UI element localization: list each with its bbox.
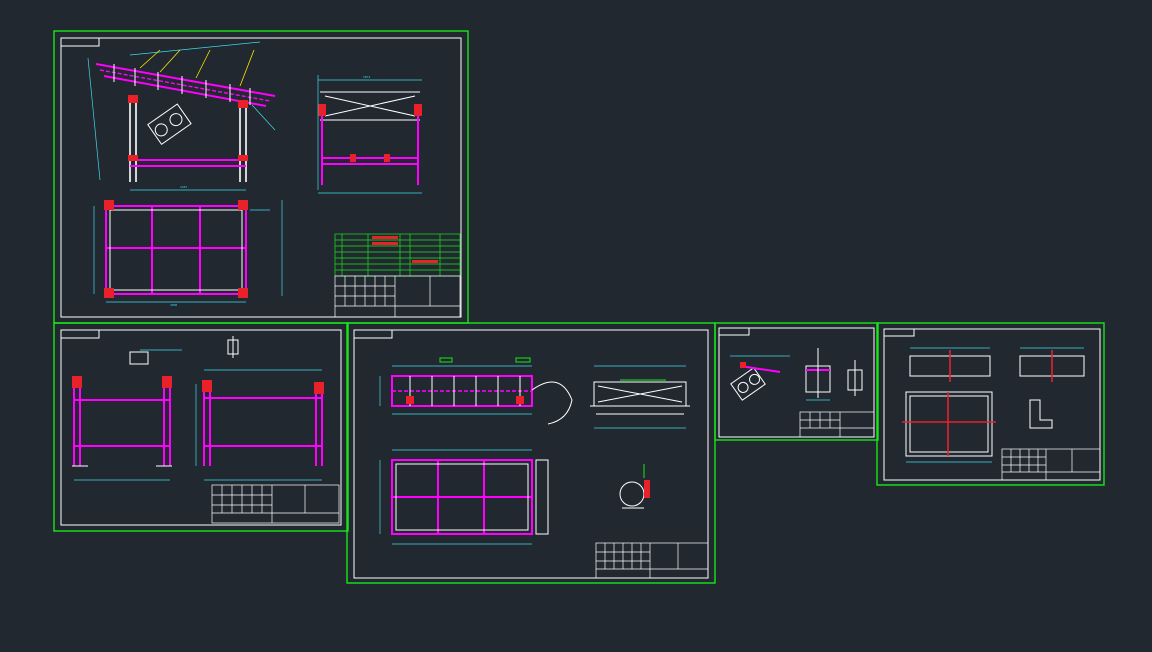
frame-front-view <box>72 349 182 481</box>
inner-frame <box>353 329 709 579</box>
title-block <box>334 275 461 318</box>
svg-text:1407: 1407 <box>180 185 187 189</box>
sheet-border <box>714 322 879 441</box>
end-view: 1874 <box>317 75 422 194</box>
parts-list <box>334 233 461 277</box>
inner-frame <box>883 328 1101 481</box>
corner-tag <box>883 328 915 337</box>
inner-frame <box>718 327 875 438</box>
title-block-hatching <box>372 236 438 263</box>
corner-tag <box>60 329 100 339</box>
corner-tag <box>60 37 100 47</box>
plan-view: 4000 <box>93 200 283 307</box>
inner-frame <box>60 37 462 318</box>
sheet-vibrator-bracket[interactable] <box>714 322 879 441</box>
sheet-border <box>876 322 1105 486</box>
inner-frame <box>60 329 342 526</box>
body-end-view <box>590 365 690 429</box>
sheet-main-assembly[interactable]: 1407 1874 <box>53 30 469 324</box>
side-view-inclined-screen: 1407 <box>87 41 276 191</box>
title-block <box>595 542 709 579</box>
panel-views <box>902 347 1085 463</box>
sheet-screen-panel[interactable] <box>876 322 1105 486</box>
corner-tag <box>353 329 393 339</box>
svg-text:1874: 1874 <box>363 75 370 79</box>
title-block <box>211 484 340 524</box>
sheet-border <box>53 322 349 532</box>
sheet-border <box>346 322 716 584</box>
corner-tag <box>718 327 750 336</box>
bracket-views <box>730 348 863 401</box>
body-side-view <box>379 357 573 425</box>
title-block <box>799 411 875 438</box>
body-plan-view <box>379 449 549 545</box>
sheet-support-frame[interactable] <box>53 322 349 532</box>
sheet-border <box>53 30 469 324</box>
title-block <box>1001 448 1101 481</box>
frame-side-view <box>195 336 324 481</box>
svg-text:4000: 4000 <box>170 303 177 307</box>
detail-view <box>619 464 650 509</box>
sheet-screen-body[interactable] <box>346 322 716 584</box>
